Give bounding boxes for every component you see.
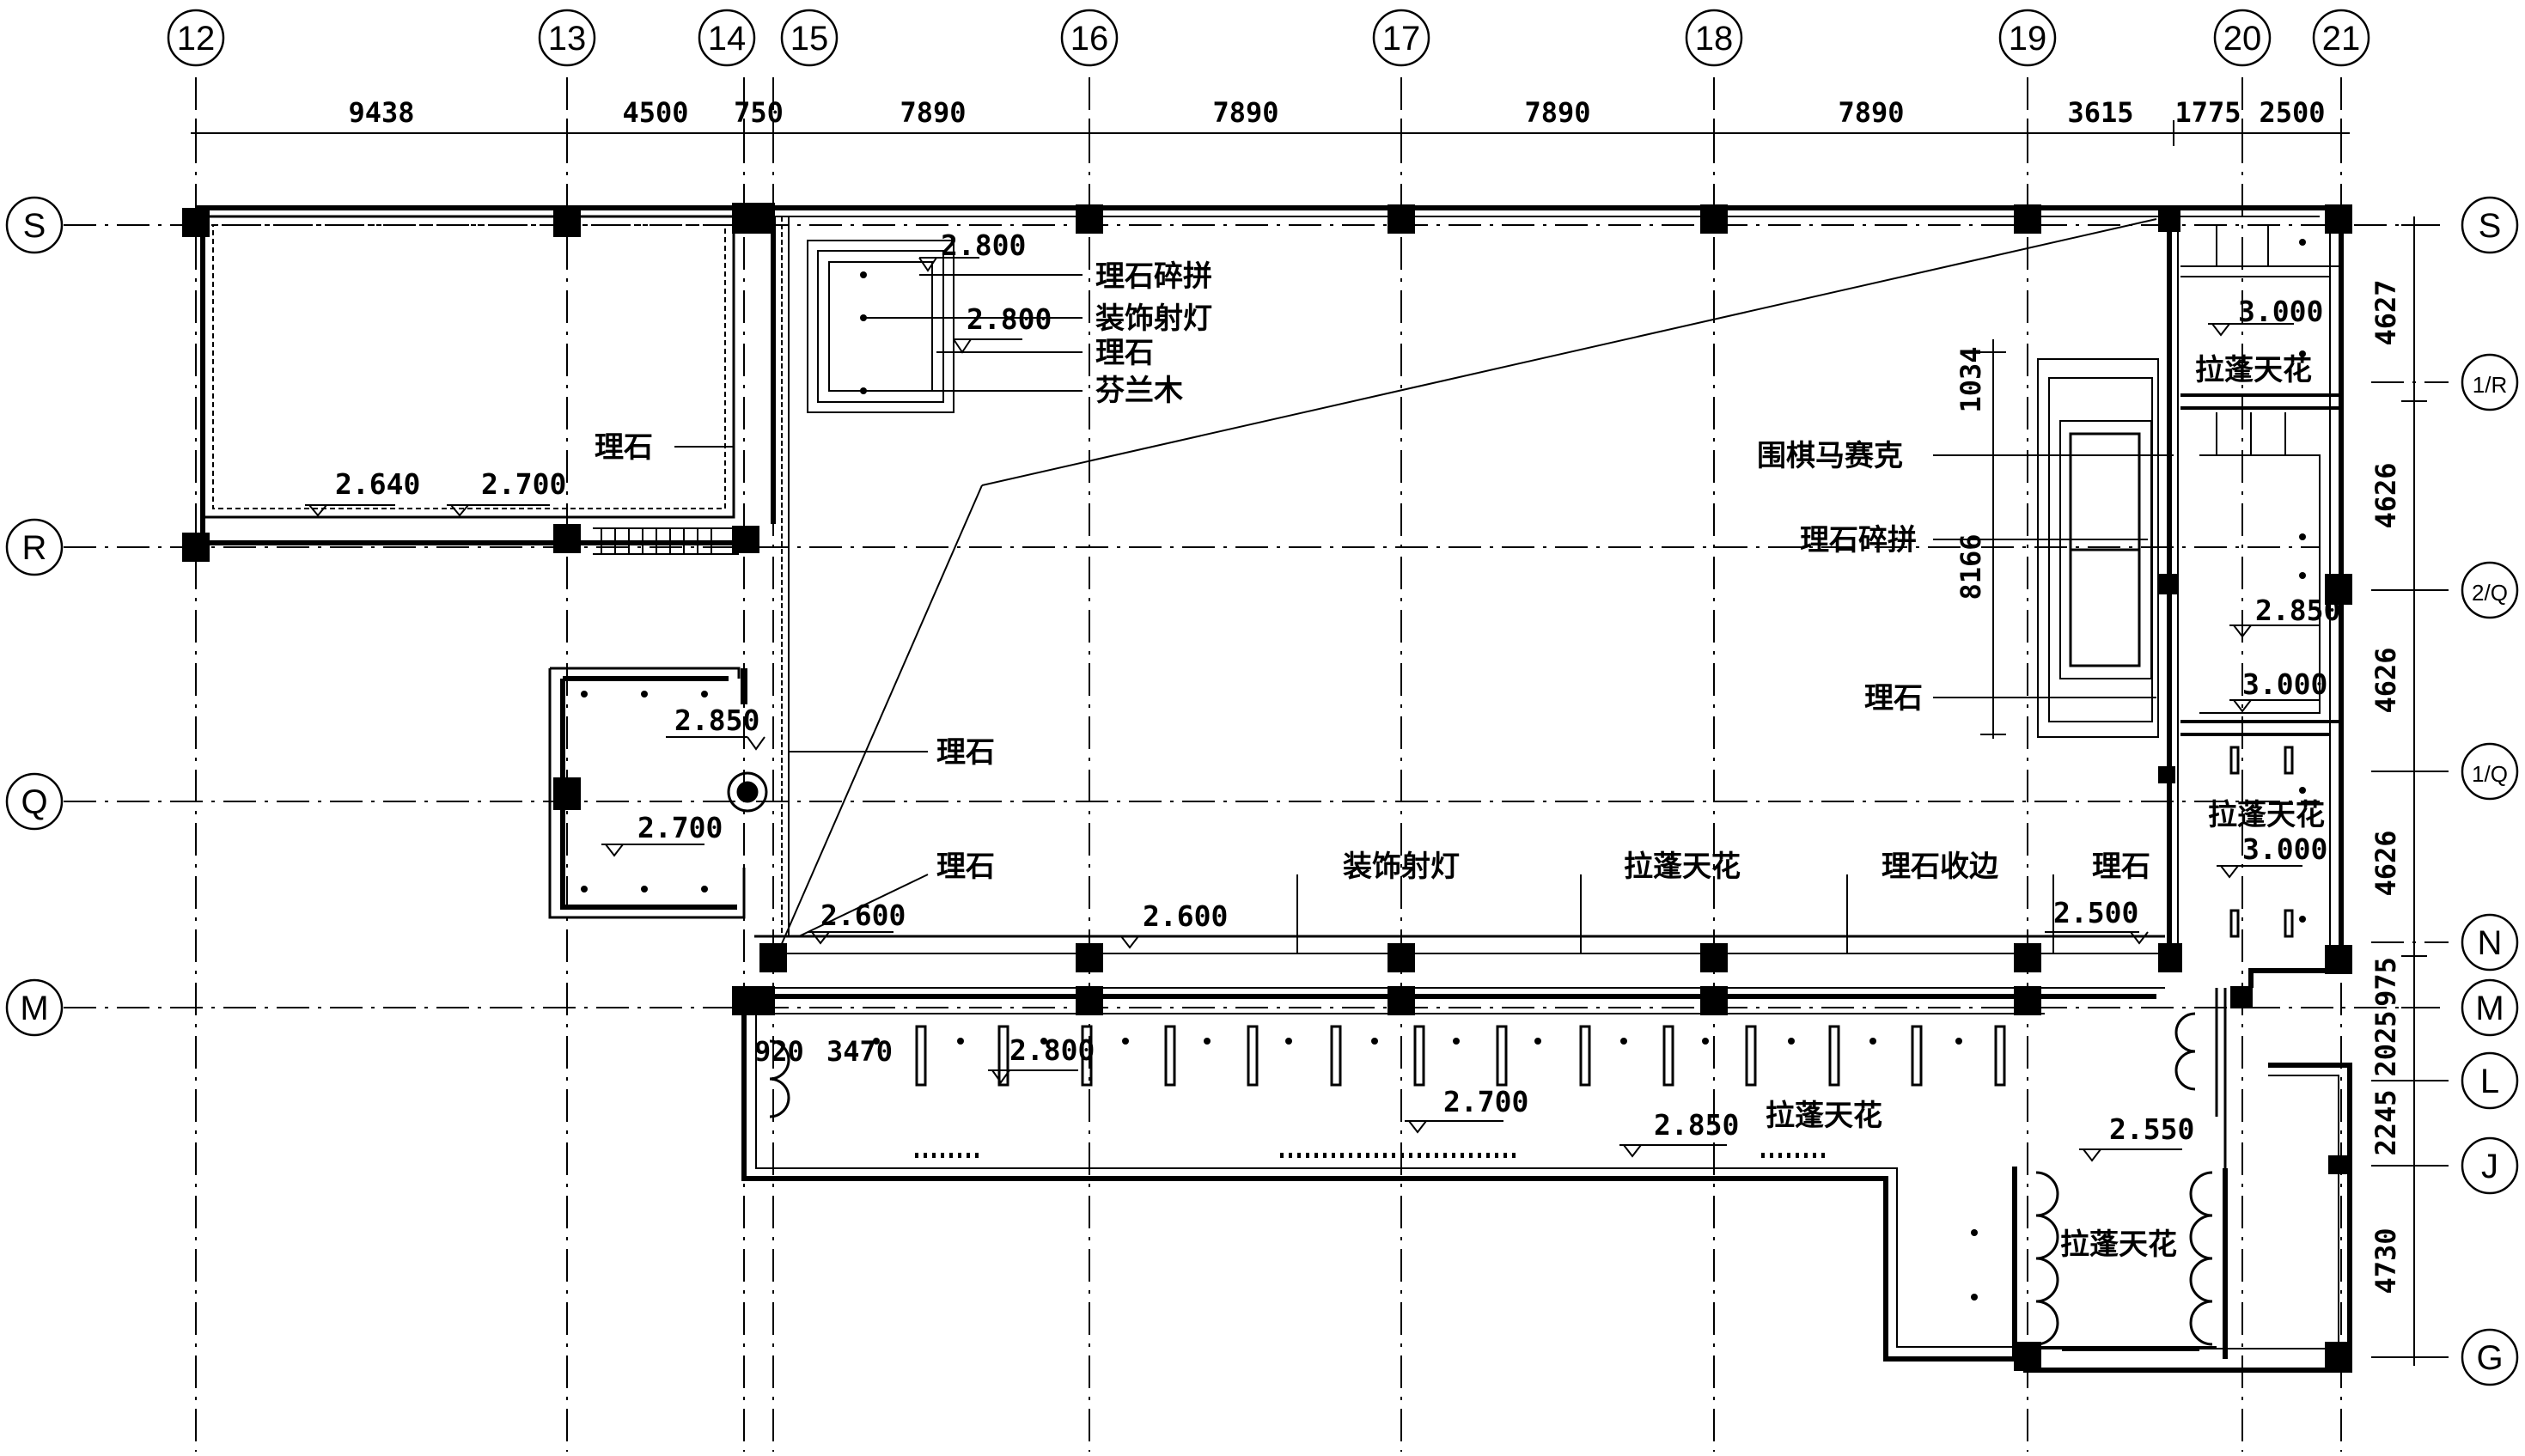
dim-text: 7890 xyxy=(1838,96,1904,129)
ceiling-level: 2.700 xyxy=(637,811,723,844)
label-stretch-ceiling: 拉蓬天花 xyxy=(2195,353,2312,387)
axis-label: 1/R xyxy=(2473,372,2507,398)
dim-text: 750 xyxy=(734,96,784,129)
ceiling-level: 2.800 xyxy=(967,302,1052,336)
dim-text: 3615 xyxy=(2067,96,2133,129)
dim-text: 7890 xyxy=(1524,96,1590,129)
structural-columns xyxy=(182,203,2352,1371)
label-decorative-spotlight: 装饰射灯 xyxy=(1343,850,1460,884)
dim-text: 9438 xyxy=(348,96,414,129)
label-marble: 理石 xyxy=(936,735,995,770)
label-stretch-ceiling: 拉蓬天花 xyxy=(1766,1099,1882,1133)
ceiling-light-slots xyxy=(915,746,2294,1087)
dim-text: 2500 xyxy=(2259,96,2325,129)
ceiling-level: 2.700 xyxy=(481,467,566,501)
ceiling-level: 2.550 xyxy=(2109,1112,2194,1146)
ceiling-level: 2.600 xyxy=(1143,899,1228,933)
material-labels: 理石碎拼 装饰射灯 理石 芬兰木 理石 理石 理石 装饰射灯 拉蓬天花 理石收边… xyxy=(595,259,2325,1262)
label-stretch-ceiling: 拉蓬天花 xyxy=(2208,798,2325,832)
axis-label: 14 xyxy=(708,20,747,58)
label-finnish-wood: 芬兰木 xyxy=(1095,374,1183,408)
axis-label: G xyxy=(2476,1339,2503,1377)
ceiling-level: 3.000 xyxy=(2242,832,2327,866)
ceiling-level: 3.000 xyxy=(2242,667,2327,701)
label-marble: 理石 xyxy=(595,430,653,465)
row-bubbles xyxy=(5,196,2519,1386)
ceiling-level: 3.000 xyxy=(2238,295,2323,328)
axis-label: M xyxy=(20,990,48,1027)
ceiling-level: 2.800 xyxy=(941,228,1026,262)
dim-text: 975 xyxy=(2369,957,2402,1007)
row-bubble-labels: S R Q M S 1/R 2/Q 1/Q N M L J G xyxy=(20,207,2508,1377)
axis-label: 2/Q xyxy=(2472,580,2508,606)
top-dimension-texts: 9438 4500 750 7890 7890 7890 7890 3615 1… xyxy=(348,96,2325,129)
label-marble: 理石 xyxy=(1095,336,1154,370)
right-dimension-texts: 4627 4626 4626 4626 975 2025 2245 4730 xyxy=(2369,279,2402,1294)
dim-text: 2025 xyxy=(2369,1010,2402,1076)
dim-text: 8166 xyxy=(1955,533,1987,600)
label-go-mosaic: 围棋马赛克 xyxy=(1757,439,1903,473)
label-marble-mosaic: 理石碎拼 xyxy=(1095,259,1212,294)
axis-label: L xyxy=(2480,1063,2499,1100)
axis-label: M xyxy=(2475,990,2504,1027)
axis-label: 17 xyxy=(1382,20,1421,58)
ceiling-level: 2.850 xyxy=(2255,594,2340,627)
label-stretch-ceiling: 拉蓬天花 xyxy=(1624,850,1741,884)
label-marble: 理石 xyxy=(936,850,995,884)
label-stretch-ceiling: 拉蓬天花 xyxy=(2060,1228,2177,1262)
ceiling-level: 2.500 xyxy=(2053,896,2138,929)
axis-label: 20 xyxy=(2223,20,2262,58)
inner-dimensions: 1034 8166 920 3470 xyxy=(754,346,1987,1068)
dim-text: 7890 xyxy=(900,96,966,129)
right-dimension-line xyxy=(2401,216,2427,1366)
axis-label: S xyxy=(23,207,46,245)
ceiling-level: 2.850 xyxy=(674,704,759,737)
axis-label: 19 xyxy=(2009,20,2047,58)
walls xyxy=(196,205,2352,1373)
ceiling-level: 2.700 xyxy=(1443,1085,1528,1118)
label-decorative-spotlight: 装饰射灯 xyxy=(1095,302,1212,336)
dim-text: 4626 xyxy=(2369,647,2402,713)
axis-label: 13 xyxy=(548,20,587,58)
dim-text: 1034 xyxy=(1955,346,1987,412)
leader-lines xyxy=(674,274,2174,953)
axis-label: N xyxy=(2478,924,2503,962)
dim-text: 4626 xyxy=(2369,462,2402,528)
ceiling-level: 2.800 xyxy=(1009,1033,1095,1067)
light-dots xyxy=(581,239,2306,1301)
top-dimension-line xyxy=(191,120,2350,146)
axis-label: S xyxy=(2479,207,2502,245)
ceiling-level: 2.640 xyxy=(335,467,420,501)
axis-label: 1/Q xyxy=(2472,761,2508,787)
dim-text: 4626 xyxy=(2369,830,2402,896)
axis-label: 16 xyxy=(1070,20,1109,58)
ceiling-level: 2.850 xyxy=(1654,1108,1739,1142)
label-marble: 理石 xyxy=(1864,681,1923,716)
ceiling-level: 2.600 xyxy=(820,899,906,932)
axis-label: Q xyxy=(21,783,47,821)
label-marble-mosaic: 理石碎拼 xyxy=(1800,523,1917,557)
dim-text: 920 xyxy=(754,1035,804,1068)
dim-text: 3470 xyxy=(826,1035,893,1068)
dim-text: 2245 xyxy=(2369,1089,2402,1155)
axis-label: 18 xyxy=(1695,20,1734,58)
dim-text: 4627 xyxy=(2369,279,2402,345)
column-bubbles xyxy=(167,9,2370,67)
dim-text: 1775 xyxy=(2174,96,2241,129)
dim-text: 7890 xyxy=(1212,96,1278,129)
column-bubble-labels: 12 13 14 15 16 17 18 19 20 21 xyxy=(177,20,2361,58)
axis-label: J xyxy=(2481,1148,2498,1185)
label-marble: 理石 xyxy=(2092,850,2150,884)
axis-label: 15 xyxy=(790,20,829,58)
dim-text: 4730 xyxy=(2369,1228,2402,1294)
axis-label: 21 xyxy=(2322,20,2361,58)
axis-label: 12 xyxy=(177,20,216,58)
arch-fixtures xyxy=(769,1012,2213,1346)
level-texts: 2.800 2.800 2.640 2.700 2.850 2.700 2.60… xyxy=(335,228,2340,1146)
dim-text: 4500 xyxy=(622,96,688,129)
label-marble-edge: 理石收边 xyxy=(1882,850,1998,884)
level-markers xyxy=(305,257,2320,1162)
axis-label: R xyxy=(22,529,47,567)
